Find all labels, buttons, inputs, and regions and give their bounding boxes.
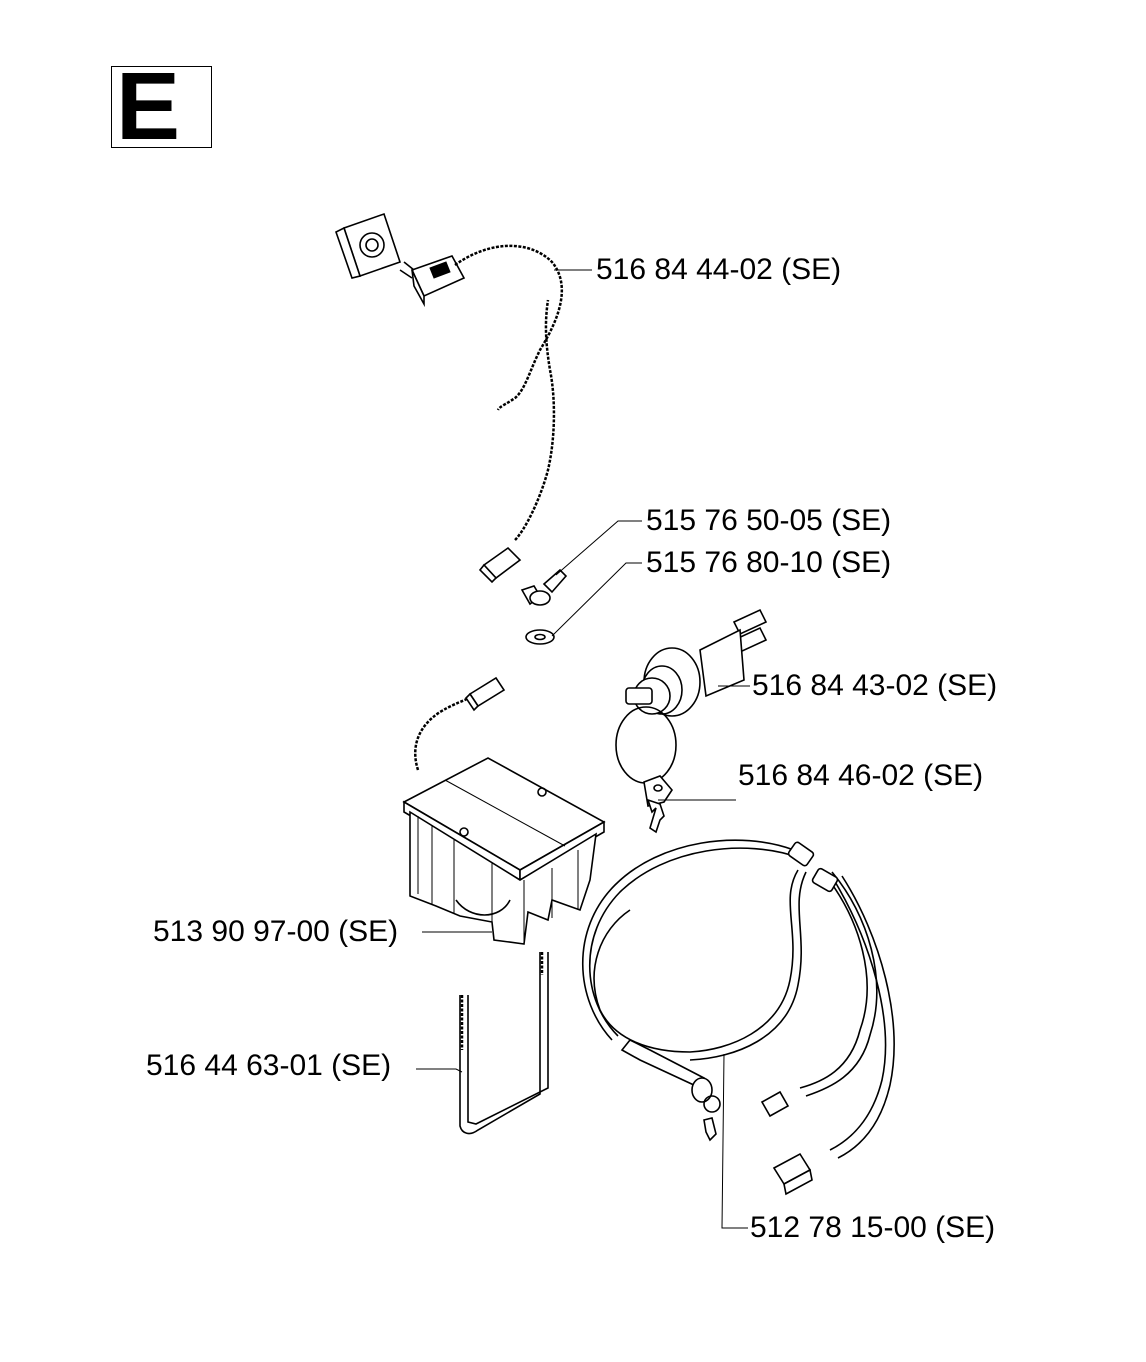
leader-lines [416,269,750,1229]
battery-illustration [402,676,606,945]
section-box: E [111,59,212,155]
part-label-bracket: 516 44 63-01 (SE) [146,1049,392,1082]
wing-nut-illustration [520,568,568,606]
ignition-switch-illustration [615,608,768,784]
part-label-ignition-switch: 516 84 43-02 (SE) [752,669,998,702]
key-illustration [643,775,674,834]
part-label-wiring-harness: 512 78 15-00 (SE) [750,1211,996,1244]
part-label-washer: 515 76 80-10 (SE) [646,546,892,579]
part-label-key: 516 84 46-02 (SE) [738,759,984,792]
section-letter: E [116,53,181,160]
charger-illustration [335,212,563,584]
bracket-illustration [459,952,549,1135]
wiring-harness-illustration [581,839,895,1196]
washer-illustration [525,629,555,645]
part-label-wing-nut: 515 76 50-05 (SE) [646,504,892,537]
part-label-battery: 513 90 97-00 (SE) [153,915,399,948]
part-label-charger: 516 84 44-02 (SE) [596,253,842,286]
